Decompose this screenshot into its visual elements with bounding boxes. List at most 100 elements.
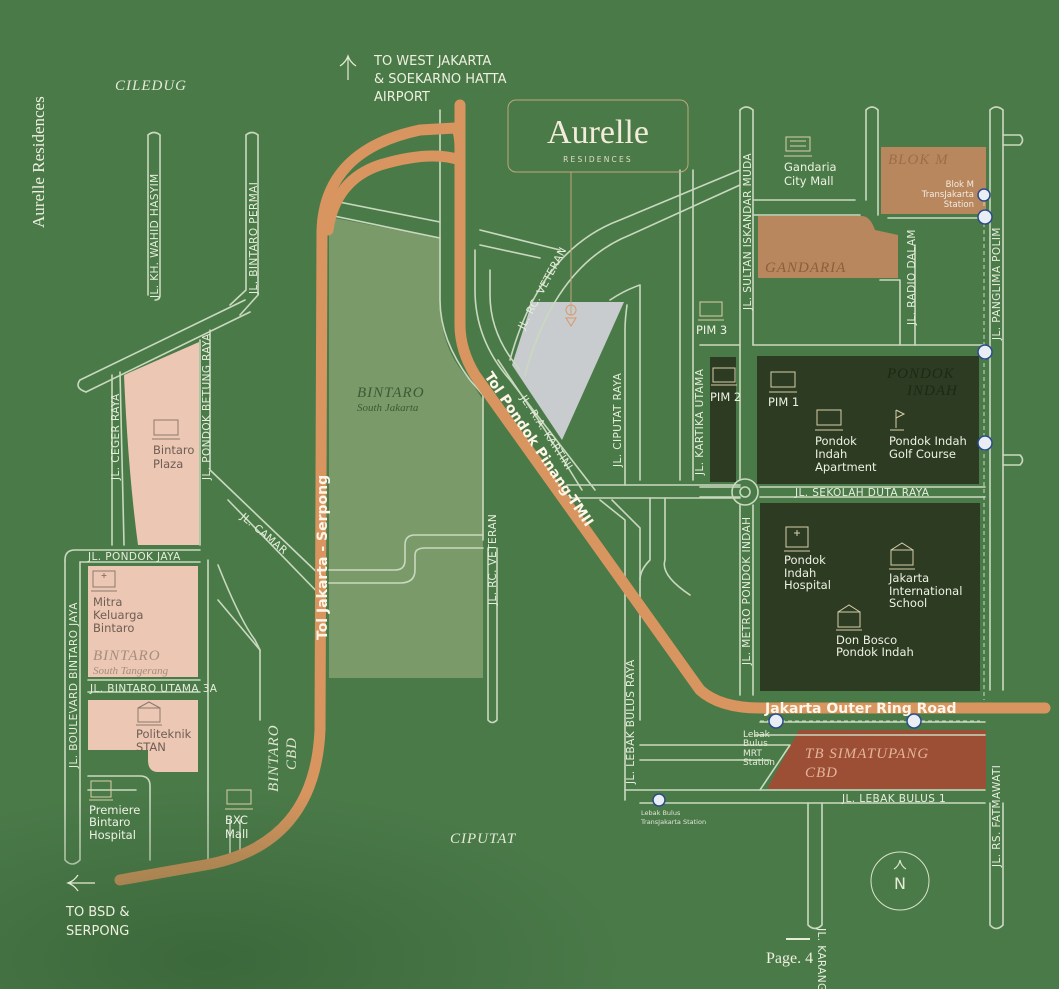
mrt-icon[interactable] xyxy=(977,209,993,225)
poi-bintaro-plaza[interactable]: Bintaro Plaza xyxy=(152,419,194,471)
poi-pim2[interactable]: PIM 2 xyxy=(710,367,741,404)
compass: N xyxy=(870,851,930,911)
golf-flag-icon xyxy=(890,409,906,431)
toll-label-outer-ring: Jakarta Outer Ring Road xyxy=(764,701,956,717)
svg-text:Apartment: Apartment xyxy=(815,460,877,474)
project-site[interactable] xyxy=(512,302,624,440)
svg-text:Jakarta: Jakarta xyxy=(888,571,929,585)
building-icon xyxy=(152,419,180,440)
svg-text:Indah: Indah xyxy=(784,566,816,580)
svg-text:Mitra: Mitra xyxy=(93,595,122,609)
svg-text:TransJakarta Station: TransJakarta Station xyxy=(640,818,706,826)
district-bintaro-sj-sub: South Jakarta xyxy=(357,402,419,414)
poi-jakarta-international-school[interactable]: Jakarta International School xyxy=(888,542,962,610)
area-gandaria xyxy=(758,216,898,278)
transjakarta-icon xyxy=(977,188,991,202)
svg-text:TO WEST JAKARTA: TO WEST JAKARTA xyxy=(373,54,491,69)
svg-text:Politeknik: Politeknik xyxy=(136,727,192,741)
svg-text:JL. CEGER RAYA: JL. CEGER RAYA xyxy=(110,393,122,481)
svg-text:Pondok Indah: Pondok Indah xyxy=(889,434,967,448)
north-arrow-icon xyxy=(893,859,907,870)
area-tb-simatupang xyxy=(767,730,986,789)
svg-text:JL. PONDOK JAYA: JL. PONDOK JAYA xyxy=(87,551,181,563)
svg-text:Bintaro: Bintaro xyxy=(89,815,130,829)
svg-text:Indah: Indah xyxy=(815,447,847,461)
district-bintaro-st-sub: South Tangerang xyxy=(93,665,169,677)
poi-blok-m-station[interactable]: Blok M TransJakarta Station xyxy=(921,180,991,210)
svg-text:Hospital: Hospital xyxy=(784,578,831,592)
mrt-icon[interactable] xyxy=(906,713,922,729)
svg-text:International: International xyxy=(889,584,962,598)
poi-pondok-indah-golf[interactable]: Pondok Indah Golf Course xyxy=(889,409,967,461)
svg-text:JL. PONDOK BETUNG RAYA: JL. PONDOK BETUNG RAYA xyxy=(201,333,213,481)
poi-don-bosco[interactable]: Don Bosco Pondok Indah xyxy=(836,604,914,659)
location-pin-icon[interactable] xyxy=(565,304,577,327)
logo-name: Aurelle xyxy=(547,114,649,151)
svg-text:Gandaria: Gandaria xyxy=(784,160,837,174)
svg-text:JL. METRO PONDOK INDAH: JL. METRO PONDOK INDAH xyxy=(741,517,753,666)
svg-text:TransJakarta: TransJakarta xyxy=(921,190,974,200)
svg-text:Lebak: Lebak xyxy=(743,730,771,740)
direction-west: TO BSD & SERPONG xyxy=(65,874,130,939)
district-pondok-indah-2: INDAH xyxy=(906,383,958,399)
school-icon xyxy=(836,604,862,631)
area-bintaro-south-tangerang xyxy=(88,566,198,677)
poi-bxc-mall[interactable]: BXC Mall xyxy=(225,789,253,841)
page-label: Page. 4 xyxy=(766,950,813,967)
svg-text:CBD: CBD xyxy=(284,737,300,770)
area-pondok-indah-north xyxy=(757,356,979,484)
svg-text:City Mall: City Mall xyxy=(784,174,834,188)
svg-text:& SOEKARNO HATTA: & SOEKARNO HATTA xyxy=(374,72,507,87)
district-ciledug: CILEDUG xyxy=(115,78,187,94)
logo-subtitle: RESIDENCES xyxy=(563,155,633,164)
area-pim2 xyxy=(710,357,736,482)
svg-text:JL. RC. VETERAN: JL. RC. VETERAN xyxy=(487,514,499,606)
hospital-icon xyxy=(91,570,117,592)
building-icon xyxy=(769,371,797,393)
svg-text:SERPONG: SERPONG xyxy=(66,924,129,939)
poi-gandaria-city-mall[interactable]: Gandaria City Mall xyxy=(784,136,837,188)
district-gandaria: GANDARIA xyxy=(765,260,846,276)
direction-north: TO WEST JAKARTA & SOEKARNO HATTA AIRPORT xyxy=(339,54,507,105)
compass-label: N xyxy=(894,874,906,893)
mrt-icon[interactable] xyxy=(977,435,993,451)
poi-pim3[interactable]: PIM 3 xyxy=(696,301,727,337)
svg-text:Golf Course: Golf Course xyxy=(889,447,956,461)
svg-text:JL. KARANG TENGAH: JL. KARANG TENGAH xyxy=(815,927,827,989)
poi-lebak-bulus-mrt[interactable]: Lebak Bulus MRT Station xyxy=(743,730,775,768)
svg-text:Pondok Indah: Pondok Indah xyxy=(836,645,914,659)
svg-text:TO BSD &: TO BSD & xyxy=(65,905,130,920)
building-icon xyxy=(225,789,253,810)
svg-text:BINTARO: BINTARO xyxy=(266,724,282,792)
svg-text:Plaza: Plaza xyxy=(153,457,183,471)
svg-text:Pondok: Pondok xyxy=(784,553,826,567)
svg-text:Don Bosco: Don Bosco xyxy=(836,633,897,647)
svg-text:Station: Station xyxy=(944,200,974,210)
svg-text:Keluarga: Keluarga xyxy=(93,608,143,622)
district-tb-simatupang-1: TB SIMATUPANG xyxy=(805,746,929,762)
hospital-icon xyxy=(89,780,113,801)
aurelle-logo: Aurelle RESIDENCES xyxy=(507,99,689,327)
svg-text:PIM 3: PIM 3 xyxy=(696,323,727,337)
poi-mitra-keluarga[interactable]: Mitra Keluarga Bintaro xyxy=(91,570,143,635)
district-bintaro-cbd: BINTARO CBD xyxy=(266,724,300,792)
school-icon xyxy=(136,701,162,726)
poi-pim1[interactable]: PIM 1 xyxy=(768,371,799,409)
mrt-icon[interactable] xyxy=(768,713,784,729)
svg-text:MRT: MRT xyxy=(743,749,762,759)
svg-text:BXC: BXC xyxy=(225,813,248,827)
svg-text:JL. KARTIKA UTAMA: JL. KARTIKA UTAMA xyxy=(694,368,706,476)
poi-pondok-indah-hospital[interactable]: Pondok Indah Hospital xyxy=(784,526,831,592)
svg-text:JL. PANGLIMA POLIM: JL. PANGLIMA POLIM xyxy=(991,227,1003,341)
svg-text:JL. BINTARO PERMAI: JL. BINTARO PERMAI xyxy=(248,182,260,295)
svg-text:Pondok: Pondok xyxy=(815,434,857,448)
poi-pondok-indah-apartment[interactable]: Pondok Indah Apartment xyxy=(815,409,877,474)
mrt-icon[interactable] xyxy=(977,344,993,360)
district-bintaro-sj: BINTARO xyxy=(357,385,425,401)
poi-lebak-bulus-transjakarta[interactable]: Lebak Bulus TransJakarta Station xyxy=(640,793,706,826)
poi-premiere-bintaro-hospital[interactable]: Premiere Bintaro Hospital xyxy=(89,780,140,842)
area-blok-m xyxy=(881,147,986,214)
arrow-left-icon xyxy=(66,874,95,892)
poi-politeknik-stan[interactable]: Politeknik STAN xyxy=(136,701,192,754)
school-icon xyxy=(889,542,915,570)
